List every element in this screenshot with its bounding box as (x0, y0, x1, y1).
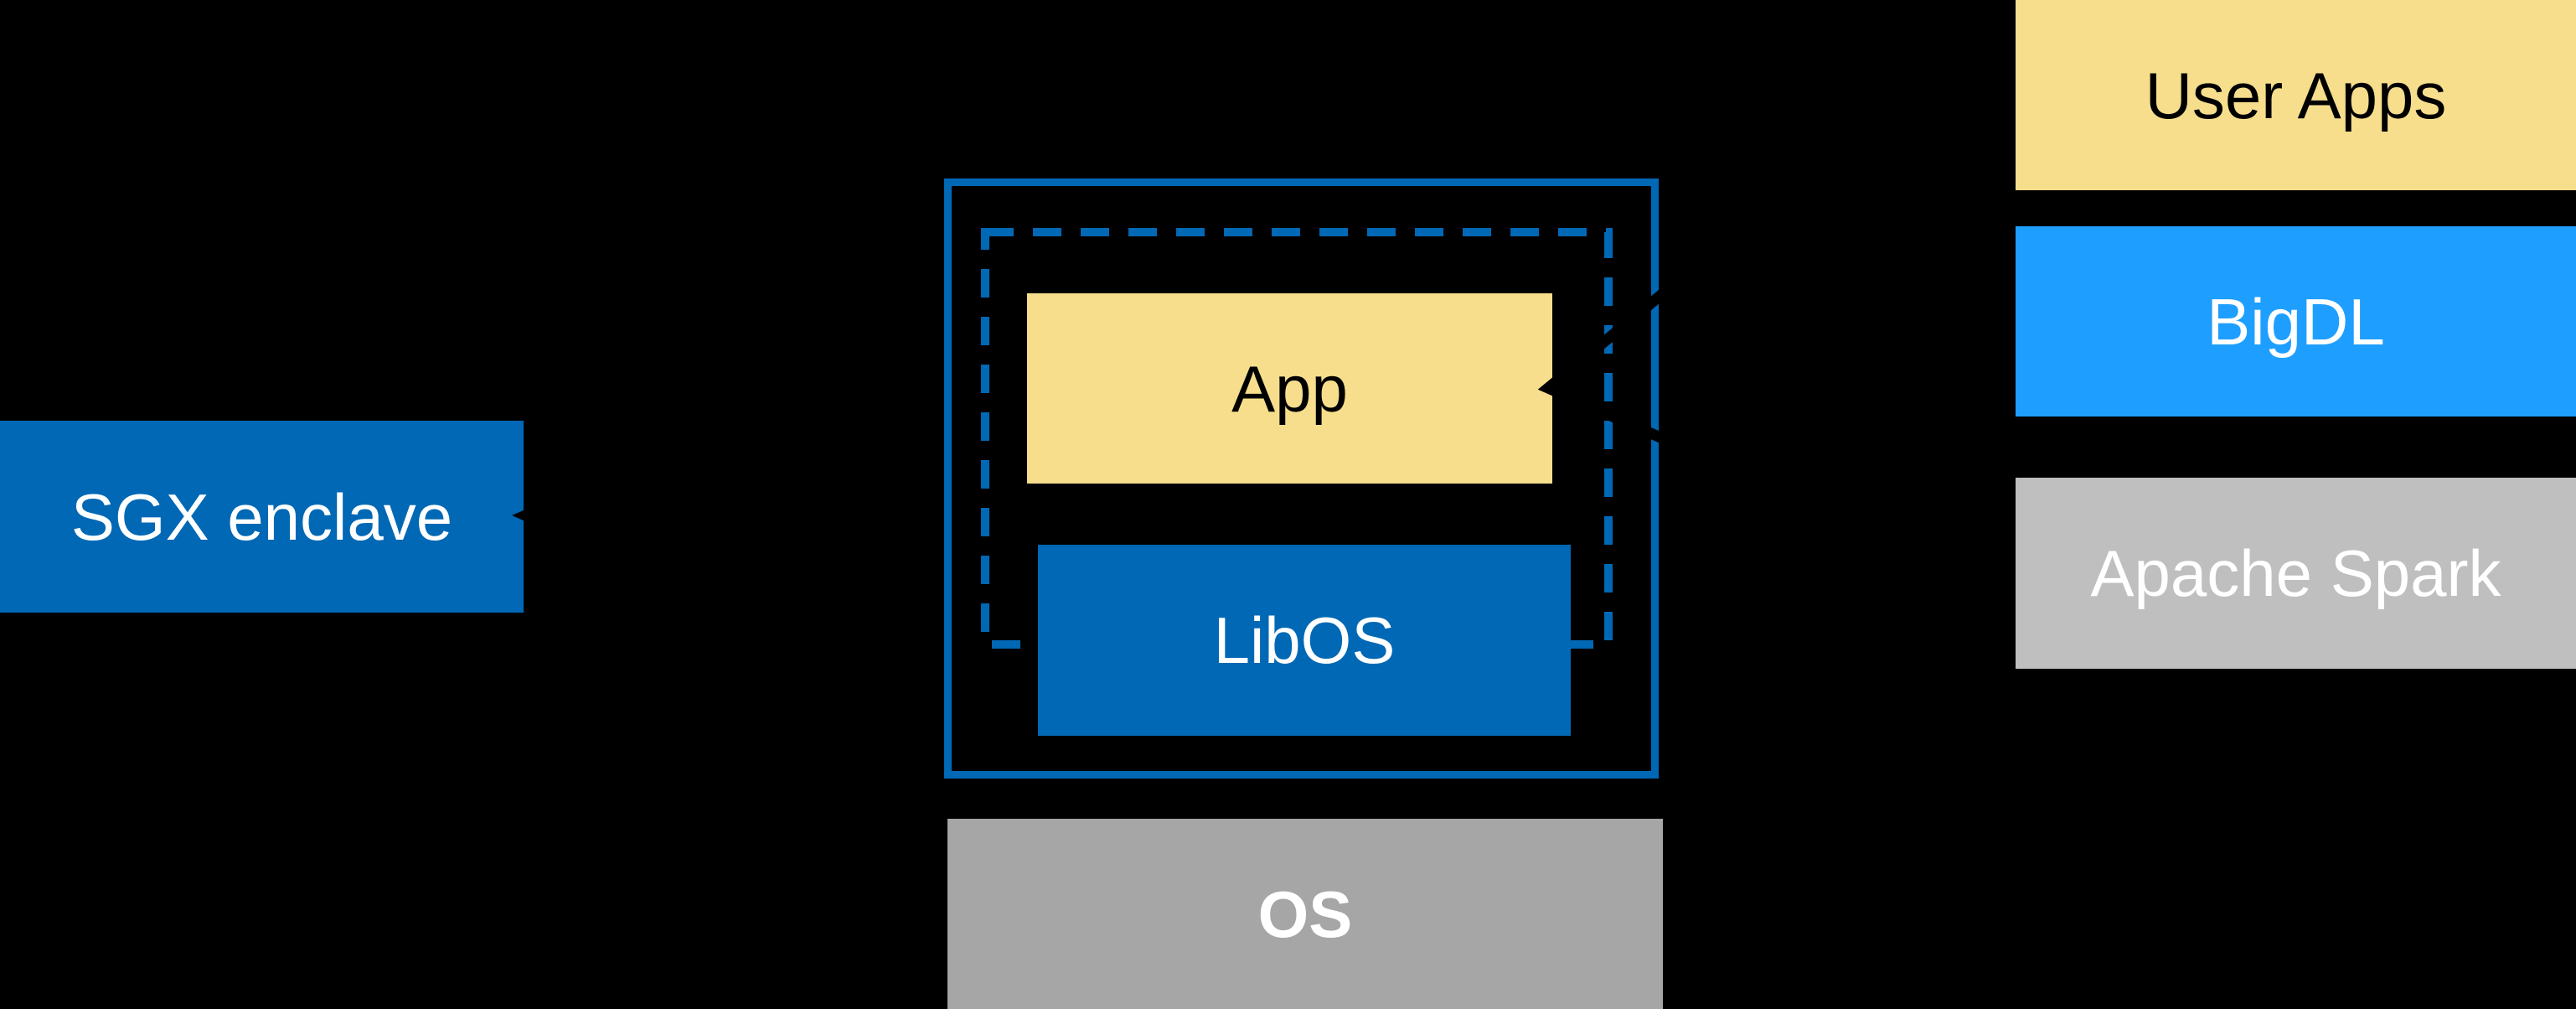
bigdl-box: BigDL (2016, 226, 2576, 417)
enclave-border-box (944, 179, 1659, 779)
app-box: App (1027, 293, 1552, 484)
bigdl-label: BigDL (2207, 284, 2385, 359)
user-apps-label: User Apps (2145, 58, 2447, 132)
libos-box: LibOS (1038, 545, 1571, 736)
apache-spark-box: Apache Spark (2016, 478, 2576, 669)
sgx-enclave-box: SGX enclave (0, 421, 524, 613)
libos-label: LibOS (1213, 603, 1396, 677)
user-apps-box: User Apps (2016, 0, 2576, 190)
apache-spark-label: Apache Spark (2090, 536, 2501, 610)
app-label: App (1231, 351, 1348, 426)
os-box: OS (947, 819, 1663, 1009)
os-label: OS (1257, 877, 1353, 951)
sgx-enclave-label: SGX enclave (70, 479, 453, 554)
